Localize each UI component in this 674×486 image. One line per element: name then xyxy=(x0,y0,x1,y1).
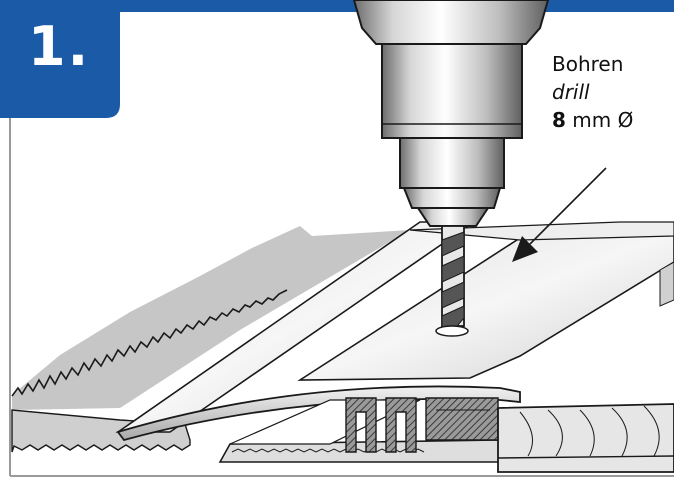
drill-tool xyxy=(352,0,550,227)
step-number: 1. xyxy=(28,15,91,78)
drill-caption: Bohren drill 8 mm Ø xyxy=(552,50,633,134)
caption-size: 8 mm Ø xyxy=(552,106,633,134)
wood-floor-plank xyxy=(497,261,674,473)
drill-bit xyxy=(435,225,469,337)
drill-size-value: 8 xyxy=(552,108,566,132)
callout-arrow xyxy=(512,167,607,262)
caption-german: Bohren xyxy=(552,52,624,76)
caption-english: drill xyxy=(552,80,590,104)
drill-size-unit: mm Ø xyxy=(572,108,634,132)
carpet-surface xyxy=(11,226,410,453)
